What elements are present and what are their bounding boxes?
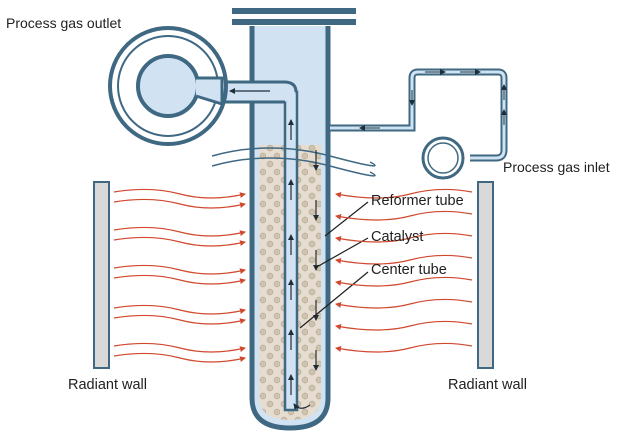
inlet-ring-inner xyxy=(427,142,459,174)
heat-arrows-right xyxy=(335,188,473,353)
radiant-wall-left xyxy=(93,181,110,369)
radiant-wall-left-label: Radiant wall xyxy=(68,377,147,393)
outlet-pipe xyxy=(218,80,298,104)
outlet-neck xyxy=(195,76,224,107)
radiant-wall-right-label: Radiant wall xyxy=(448,377,527,393)
top-flange-upper xyxy=(232,8,356,14)
process-gas-outlet-label: Process gas outlet xyxy=(6,15,122,31)
catalyst-label: Catalyst xyxy=(371,229,424,245)
inlet-pipe xyxy=(330,68,508,162)
break-line-upper xyxy=(211,147,376,167)
inlet-pipe-bore xyxy=(330,70,506,160)
center-tube-label: Center tube xyxy=(371,262,447,278)
break-line-lower xyxy=(211,157,376,177)
label-leaders xyxy=(299,201,369,329)
inlet-flow-arrows xyxy=(359,69,507,131)
heat-arrows-left xyxy=(113,188,246,363)
flow-arrows xyxy=(229,88,319,410)
process-gas-inlet-label: Process gas inlet xyxy=(503,159,610,175)
reformer-tube-label: Reformer tube xyxy=(371,193,464,209)
outlet-header xyxy=(136,54,200,118)
top-flange-lower xyxy=(232,19,356,25)
radiant-wall-right xyxy=(477,181,494,369)
